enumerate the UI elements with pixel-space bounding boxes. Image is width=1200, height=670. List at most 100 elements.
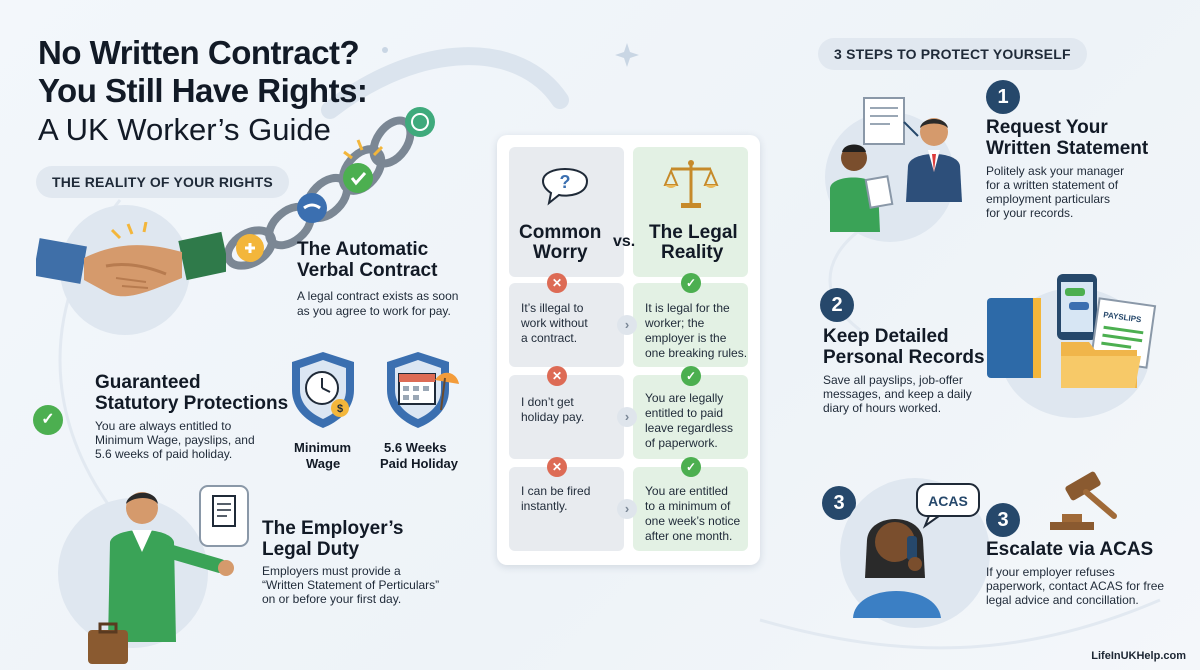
worry-row-2 bbox=[509, 375, 624, 459]
svg-text:?: ? bbox=[560, 172, 571, 192]
step-3-body-1: If your employer refuses bbox=[986, 565, 1115, 579]
reality-row-2-line-1: You are legally bbox=[645, 391, 724, 405]
scales-icon bbox=[663, 160, 719, 208]
section-label-steps: 3 STEPS TO PROTECT YOURSELF bbox=[818, 38, 1087, 70]
footer-site-link[interactable]: LifeInUKHelp.com bbox=[1091, 650, 1186, 662]
step-2-body-2: messages, and keep a daily bbox=[823, 387, 972, 401]
reality-row-1-line-4: one breaking rules. bbox=[645, 346, 748, 360]
document-icon bbox=[212, 495, 236, 527]
step-1-body-1: Politely ask your manager bbox=[986, 164, 1125, 178]
step-2-number: 2 bbox=[820, 288, 854, 322]
x-icon: ✕ bbox=[547, 273, 567, 293]
page-title-line-2: You Still Have Rights: bbox=[38, 72, 368, 109]
gavel-icon bbox=[1050, 471, 1117, 530]
reality-heading-2: Reality bbox=[661, 242, 724, 263]
acas-bubble-label: ACAS bbox=[928, 493, 968, 509]
statutory-heading-2: Statutory Protections bbox=[95, 393, 289, 414]
check-icon: ✓ bbox=[681, 273, 701, 293]
step-3-body-2: paperwork, contact ACAS for free bbox=[986, 579, 1165, 593]
step-2-heading-2: Personal Records bbox=[823, 347, 985, 368]
worry-row-1 bbox=[509, 283, 624, 367]
step-1-body-2: for a written statement of bbox=[986, 178, 1119, 192]
x-icon: ✕ bbox=[547, 366, 567, 386]
step-1-illustration bbox=[830, 97, 962, 232]
verbal-body-1: A legal contract exists as soon bbox=[297, 289, 459, 303]
step-2-body-1: Save all payslips, job-offer bbox=[823, 373, 963, 387]
clock-shield-icon: $ bbox=[292, 352, 354, 428]
worry-row-3 bbox=[509, 467, 624, 551]
shield-minimum-wage-2: Wage bbox=[306, 456, 341, 471]
reality-row-3-line-1: You are entitled bbox=[645, 484, 728, 498]
chain-link-icon bbox=[223, 107, 435, 270]
worry-row-3-line-2: instantly. bbox=[521, 499, 568, 513]
shield-holiday-1: 5.6 Weeks bbox=[384, 440, 447, 455]
duty-heading-1: The Employer’s bbox=[262, 518, 404, 539]
reality-row-2-line-2: entitled to paid bbox=[645, 406, 724, 420]
comparison-card: ? Common Worry vs. The Legal Reality ✕ ✓… bbox=[497, 135, 760, 565]
svg-text:$: $ bbox=[337, 403, 343, 415]
page-title-line-3: A UK Worker’s Guide bbox=[38, 112, 331, 147]
page-title-line-1: No Written Contract? bbox=[38, 34, 360, 71]
duty-heading-2: Legal Duty bbox=[262, 539, 360, 560]
reality-heading-1: The Legal bbox=[649, 222, 738, 243]
verbal-body-2: as you agree to work for pay. bbox=[297, 304, 451, 318]
worry-row-1-line-3: a contract. bbox=[521, 331, 578, 345]
reality-row-2 bbox=[633, 375, 748, 459]
duty-body-1: Employers must provide a bbox=[262, 564, 401, 578]
worry-row-2-line-2: holiday pay. bbox=[521, 410, 585, 424]
statutory-heading-1: Guaranteed bbox=[95, 372, 201, 393]
reality-row-3-line-3: one week’s notice bbox=[645, 514, 741, 528]
step-1-body-3: employment particulars bbox=[986, 192, 1111, 206]
section-label-rights: THE REALITY OF YOUR RIGHTS bbox=[36, 166, 289, 198]
step-3-number: 3 bbox=[986, 503, 1020, 537]
step-1-body-4: for your records. bbox=[986, 206, 1074, 220]
worry-row-1-line-1: It’s illegal to bbox=[521, 301, 584, 315]
step-1-heading-1: Request Your bbox=[986, 117, 1108, 138]
reality-row-3 bbox=[633, 467, 748, 551]
reality-row-2-line-3: leave regardless bbox=[645, 421, 734, 435]
calendar-shield-icon bbox=[387, 352, 459, 428]
employer-figure bbox=[88, 485, 249, 664]
reality-row-1-line-2: worker; the bbox=[645, 316, 705, 330]
check-badge-icon: ✓ bbox=[33, 405, 63, 435]
chevron-right-icon: › bbox=[617, 407, 637, 427]
chevron-right-icon: › bbox=[617, 315, 637, 335]
check-icon: ✓ bbox=[681, 457, 701, 477]
question-bubble-icon: ? bbox=[541, 168, 589, 206]
step-3-body-3: legal advice and concillation. bbox=[986, 593, 1139, 607]
sparkle-icon bbox=[615, 43, 639, 67]
reality-row-3-line-4: after one month. bbox=[645, 529, 733, 543]
reality-row-1-line-1: It is legal for the bbox=[645, 301, 730, 315]
shield-holiday-2: Paid Holiday bbox=[380, 456, 459, 471]
step-2-body-3: diary of hours worked. bbox=[823, 401, 942, 415]
handshake-icon bbox=[36, 222, 226, 297]
verbal-heading-2: Verbal Contract bbox=[297, 260, 438, 281]
x-icon: ✕ bbox=[547, 457, 567, 477]
reality-row-2-line-4: of paperwork. bbox=[645, 436, 718, 450]
step-1-heading-2: Written Statement bbox=[986, 138, 1149, 159]
worry-row-3-line-1: I can be fired bbox=[521, 484, 591, 498]
step-3-heading: Escalate via ACAS bbox=[986, 539, 1154, 560]
notebook-icon bbox=[987, 298, 1041, 378]
step-2-illustration: PAYSLIPS bbox=[987, 274, 1157, 388]
worry-heading-1: Common bbox=[519, 222, 602, 243]
shield-minimum-wage-1: Minimum bbox=[294, 440, 352, 455]
reality-row-3-line-2: to a minimum of bbox=[645, 499, 731, 513]
statutory-body-3: 5.6 weeks of paid holiday. bbox=[95, 447, 233, 461]
statutory-body-2: Minimum Wage, payslips, and bbox=[95, 433, 255, 447]
duty-body-2: “Written Statement of Perticulars” bbox=[262, 578, 440, 592]
vs-label: vs. bbox=[613, 233, 636, 250]
phone-icon bbox=[1057, 274, 1097, 340]
verbal-heading-1: The Automatic bbox=[297, 239, 429, 260]
reality-row-1 bbox=[633, 283, 748, 367]
step-1-number: 1 bbox=[986, 80, 1020, 114]
step-3-illustration: ACAS bbox=[853, 483, 980, 618]
worry-row-1-line-2: work without bbox=[521, 316, 588, 330]
worry-heading-2: Worry bbox=[533, 242, 588, 263]
chevron-right-icon: › bbox=[617, 499, 637, 519]
statutory-body-1: You are always entitled to bbox=[95, 419, 232, 433]
check-icon: ✓ bbox=[681, 366, 701, 386]
duty-body-3: on or before your first day. bbox=[262, 592, 402, 606]
step-2-heading-1: Keep Detailed bbox=[823, 326, 949, 347]
reality-row-1-line-3: employer is the bbox=[645, 331, 727, 345]
